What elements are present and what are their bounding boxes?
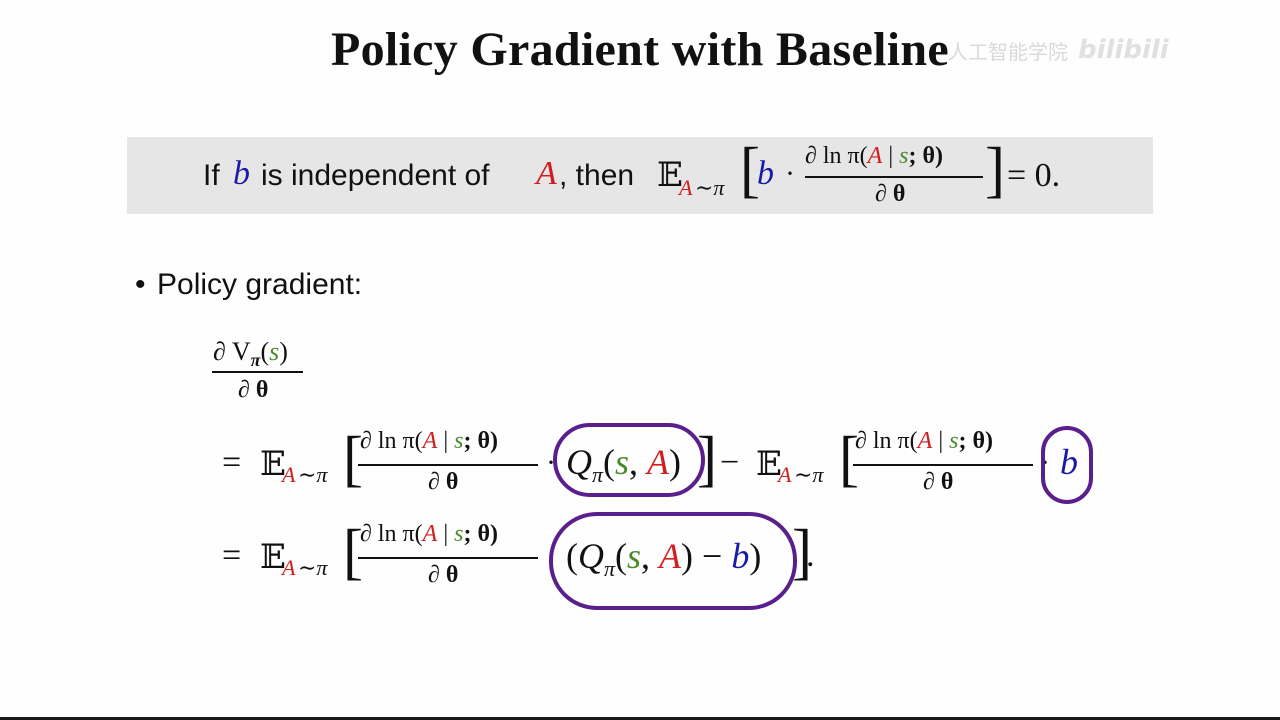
line2-sub-A: A [282,555,296,580]
banner-right-bracket: ] [985,134,1005,204]
watermark: 人工智能学院 bilibili [948,30,1169,70]
line1-frac2-numerator: ∂ ln π(A | s; θ) [855,428,993,454]
line2-expectation: 𝔼 [260,539,286,576]
line2-equals: = [222,537,242,574]
banner-expectation: 𝔼 [657,157,683,194]
banner-frac-numerator: ∂ ln π(A | s; θ) [805,143,943,169]
lhs-numerator: ∂ Vπ(s) [213,337,288,371]
line1-left-bracket: [ [343,423,363,493]
line2-frac-numerator: ∂ ln π(A | s; θ) [360,521,498,547]
line1-minus: − [720,444,740,481]
line1-sub-dist: ∼π [298,462,328,487]
banner-then-text: , then [559,159,635,192]
line1-expectation-2: 𝔼 [756,446,782,483]
bilibili-logo-icon: bilibili [1078,35,1169,65]
line1-frac-bar [358,464,538,466]
bullet-policy-gradient: • Policy gradient: [135,268,362,302]
banner-var-A: A [536,155,557,192]
line1-frac-denominator: ∂ θ [428,469,459,495]
lhs-frac-bar [212,371,303,373]
banner-b: b [757,155,774,192]
line1-sub2-A: A [778,462,792,487]
bullet-label: Policy gradient: [157,268,363,301]
line1-frac2-bar [853,464,1033,466]
line2-period: . [806,537,815,574]
annotation-circle-b [1041,426,1093,504]
annotation-circle-Q-minus-b [549,512,797,610]
line1-equals: = [222,444,242,481]
line2-right-bracket: ] [792,516,812,586]
banner-if: If [203,159,220,192]
bullet-marker: • [135,268,146,301]
line1-sub-A: A [282,462,296,487]
line2-frac-bar [358,557,538,559]
line2-frac-denominator: ∂ θ [428,562,459,588]
annotation-circle-Q [553,423,705,497]
line2-sub-dist: ∼π [298,555,328,580]
slide-title: Policy Gradient with Baseline [330,23,949,76]
line2-left-bracket: [ [343,516,363,586]
banner-left-bracket: [ [740,134,760,204]
theorem-banner: If b is independent of A , then 𝔼 A ∼π [… [127,137,1153,214]
banner-var-b: b [233,155,250,192]
watermark-text: 人工智能学院 [948,39,1068,64]
line1-dot: · [546,446,556,479]
line1-left-bracket-2: [ [839,423,859,493]
banner-frac-denominator: ∂ θ [875,181,906,207]
line1-sub2-dist: ∼π [794,462,824,487]
line1-dot-2: · [1040,446,1050,479]
line1-expectation: 𝔼 [260,446,286,483]
lhs-denominator: ∂ θ [238,377,269,403]
bottom-edge-line [0,717,1280,720]
banner-sub-dist: ∼π [695,175,725,200]
banner-frac-bar [805,176,983,178]
line1-b: b [1060,442,1078,482]
banner-independent-text: is independent of [261,159,490,192]
banner-dot: · [785,157,795,190]
banner-equals-zero: = 0. [1007,157,1061,194]
line1-frac2-denominator: ∂ θ [923,469,954,495]
banner-sub-A: A [679,175,693,200]
line1-frac-numerator: ∂ ln π(A | s; θ) [360,428,498,454]
